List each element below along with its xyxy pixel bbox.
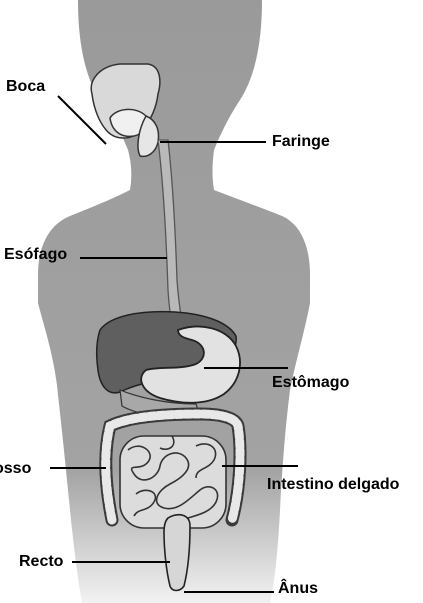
label-esofago: Esófago: [4, 246, 67, 264]
small-intestine: [120, 436, 226, 528]
label-recto: Recto: [19, 553, 63, 571]
label-intestino-grosso: osso: [0, 460, 31, 478]
label-estomago: Estômago: [272, 374, 349, 392]
label-boca: Boca: [6, 78, 45, 96]
label-faringe: Faringe: [272, 133, 330, 151]
rectum: [164, 515, 190, 591]
label-intestino-delgado: Intestino delgado: [267, 476, 399, 494]
label-anus: Ânus: [278, 580, 318, 598]
